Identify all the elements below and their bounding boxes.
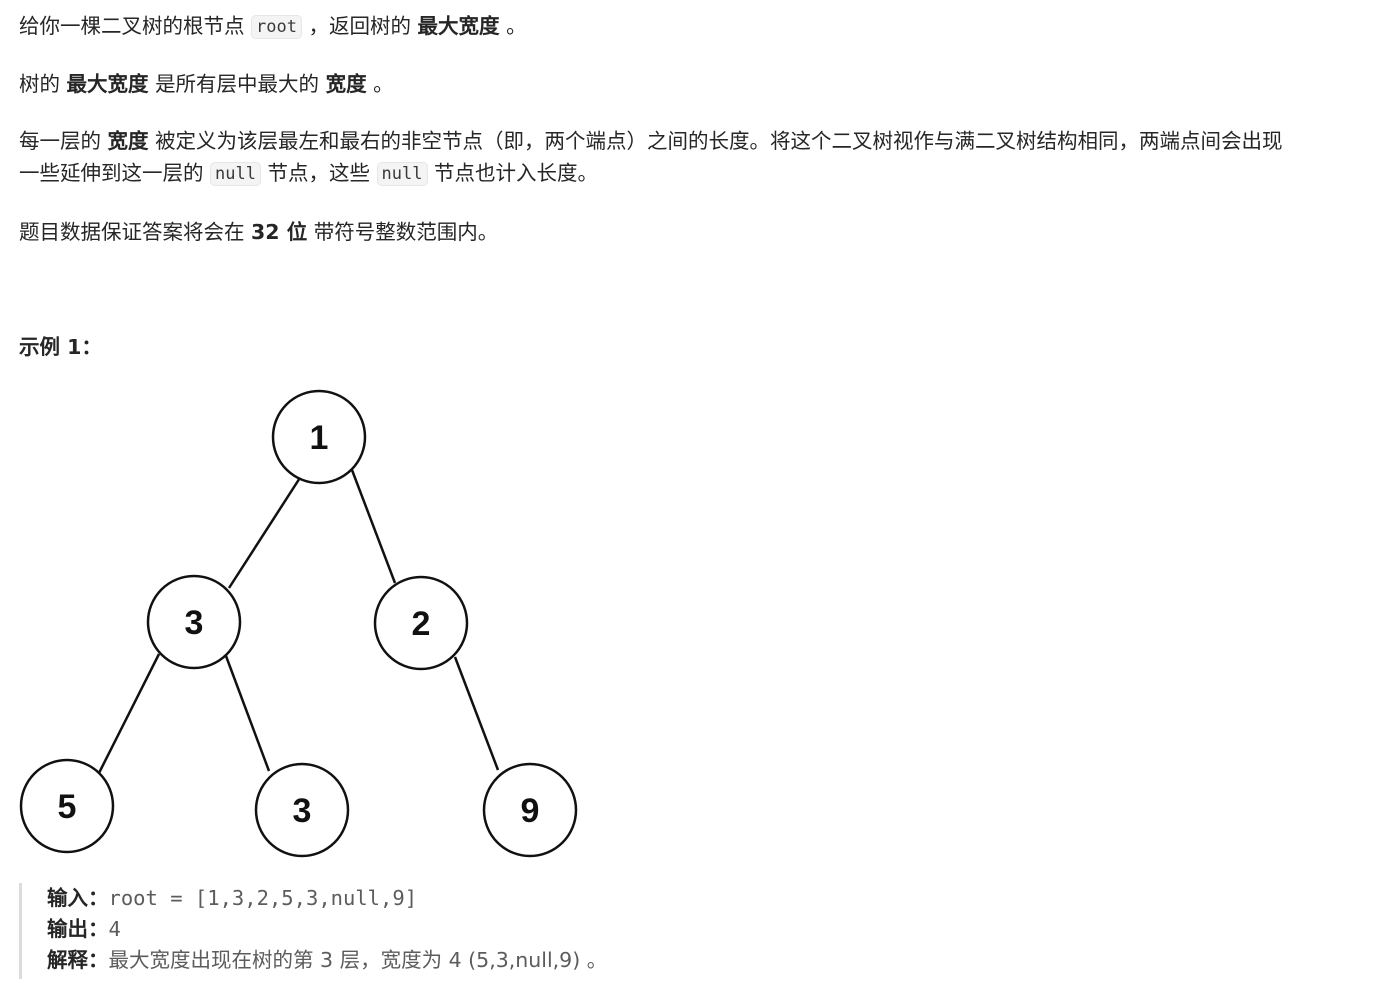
- edge-3-5: [97, 653, 161, 774]
- binary-tree-diagram: 1 3 2 5 3 9: [19, 389, 578, 858]
- text: ，返回树的: [308, 14, 412, 38]
- example-title: 示例 1：: [19, 335, 102, 359]
- tree-node: 3: [146, 574, 242, 670]
- text: 每一层的: [19, 129, 101, 153]
- paragraph-4: 题目数据保证答案将会在 32 位 带符号整数范围内。: [19, 216, 498, 248]
- text: 是所有层中最大的: [155, 72, 320, 96]
- text: 。: [506, 14, 527, 38]
- text: 给你一棵二叉树的根节点: [19, 14, 245, 38]
- output-value: 4: [108, 917, 121, 941]
- explain-value: 最大宽度出现在树的第 3 层，宽度为 4 (5,3,null,9) 。: [108, 948, 608, 972]
- paragraph-1: 给你一棵二叉树的根节点 root ，返回树的 最大宽度 。: [19, 10, 527, 43]
- example-output: 输出：4: [47, 914, 779, 945]
- edge-2-9: [453, 656, 500, 771]
- bold-term: 32 位: [251, 220, 308, 244]
- bold-term: 宽度: [107, 129, 149, 153]
- example-explanation: 解释：最大宽度出现在树的第 3 层，宽度为 4 (5,3,null,9) 。: [47, 945, 779, 976]
- example-input: 输入：root = [1,3,2,5,3,null,9]: [47, 883, 779, 914]
- tree-node: 5: [19, 758, 115, 854]
- inline-code-null: null: [376, 162, 428, 186]
- text: 题目数据保证答案将会在: [19, 220, 245, 244]
- text: 带符号整数范围内。: [313, 220, 499, 244]
- paragraph-2: 树的 最大宽度 是所有层中最大的 宽度 。: [19, 68, 394, 100]
- text: 被定义为该层最左和最右的非空节点（即，两个端点）之间的长度。将这个二叉树视作与满…: [155, 129, 1283, 153]
- explain-label: 解释：: [47, 948, 109, 972]
- tree-node: 1: [271, 389, 367, 485]
- text: 节点，这些: [267, 161, 371, 185]
- tree-node: 3: [254, 762, 350, 858]
- input-value: root = [1,3,2,5,3,null,9]: [108, 886, 418, 910]
- paragraph-3-line-2: 一些延伸到这一层的 null 节点，这些 null 节点也计入长度。: [19, 157, 1283, 190]
- tree-node-circle: [19, 758, 115, 854]
- bold-term: 宽度: [325, 72, 367, 96]
- tree-node-circle: [146, 574, 242, 670]
- output-label: 输出：: [47, 917, 109, 941]
- edge-1-2: [350, 469, 397, 584]
- tree-node-label: 1: [310, 419, 329, 457]
- paragraph-3: 每一层的 宽度 被定义为该层最左和最右的非空节点（即，两个端点）之间的长度。将这…: [19, 125, 1283, 190]
- text: 节点也计入长度。: [434, 161, 599, 185]
- tree-node-label: 3: [185, 604, 204, 642]
- tree-node-circle: [271, 389, 367, 485]
- tree-node: 9: [482, 762, 578, 858]
- tree-node-circle: [482, 762, 578, 858]
- tree-edges: [97, 469, 500, 774]
- paragraph-3-line-1: 每一层的 宽度 被定义为该层最左和最右的非空节点（即，两个端点）之间的长度。将这…: [19, 125, 1283, 157]
- tree-node: 2: [373, 575, 469, 671]
- bold-term: 最大宽度: [66, 72, 149, 96]
- edge-1-3: [227, 469, 307, 589]
- edge-3-3: [224, 655, 271, 772]
- text: 树的: [19, 72, 60, 96]
- inline-code-null: null: [210, 162, 261, 186]
- tree-node-circle: [254, 762, 350, 858]
- text: 。: [373, 72, 394, 96]
- inline-code-root: root: [251, 15, 302, 39]
- tree-node-circle: [373, 575, 469, 671]
- tree-node-label: 9: [521, 792, 540, 830]
- example-block: 输入：root = [1,3,2,5,3,null,9] 输出：4 解释：最大宽…: [19, 883, 779, 979]
- text: 一些延伸到这一层的: [19, 161, 204, 185]
- bold-term: 最大宽度: [417, 14, 500, 38]
- tree-node-label: 5: [58, 788, 77, 826]
- tree-node-label: 2: [412, 605, 431, 643]
- input-label: 输入：: [47, 886, 109, 910]
- tree-node-label: 3: [293, 792, 312, 830]
